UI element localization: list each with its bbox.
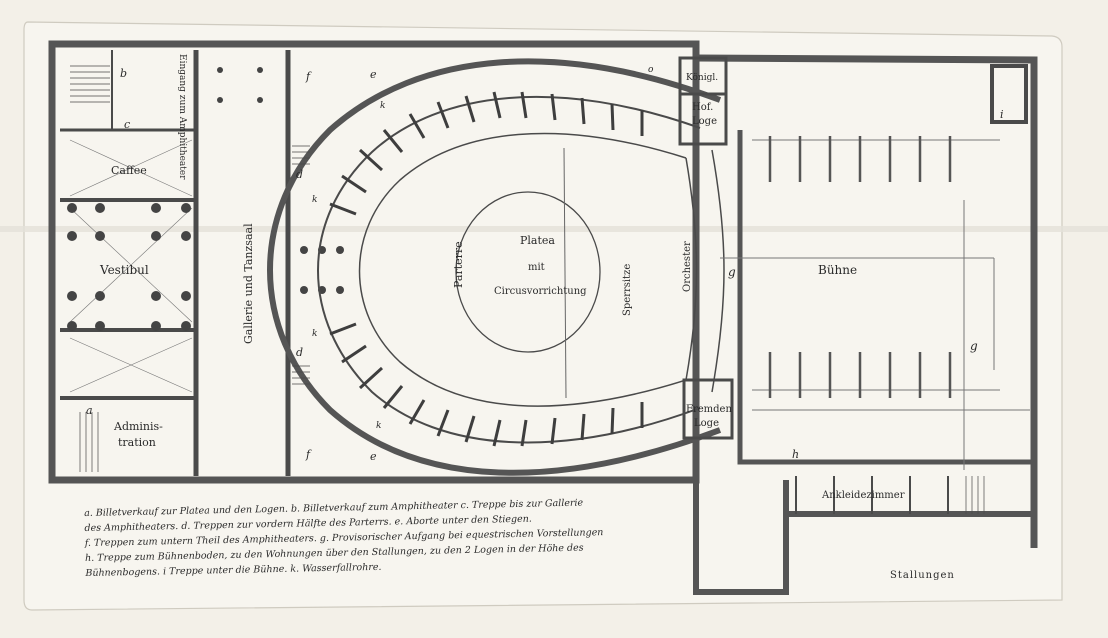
administration-label-1: Adminis- [113,420,163,433]
orchester-label: Orchester [682,241,693,292]
legend: a. Billetverkauf zur Platea und den Loge… [84,493,695,581]
room-f-bottom-label: f [305,448,312,461]
auditorium-outer-wall [267,58,722,476]
stage-wing-outline [695,54,1038,548]
stair-i-box [990,64,1028,124]
k-label-4: k [376,421,381,431]
fold-line [0,226,1108,232]
fremden-loge-label-1: Fremden [686,404,732,415]
fremden-loge-label-2: Loge [694,418,719,429]
buhne-label: Bühne [818,263,857,277]
ankleidezimmer-label: Ankleidezimmer [821,490,905,501]
stair-i-label: i [1000,108,1004,121]
hof-loge-label-2: Loge [692,116,717,127]
mit-label: mit [528,262,545,273]
circus-ring [455,191,601,353]
stallungen-label: Stallungen [890,570,955,581]
k-label-3: k [312,329,317,339]
circusvorrichtung-label: Circusvorrichtung [494,286,587,297]
hof-loge-label-1: Hof. [692,102,713,113]
room-e-bottom-label: e [370,450,377,463]
room-c-label: c [124,118,130,131]
room-f-top-label: f [305,70,312,83]
stage-inner-wall [737,130,1034,465]
parterre-label: Parterre [452,241,465,288]
room-e-top-label: e [370,68,377,81]
annex-outline [693,480,789,595]
vestibul-label: Vestibul [99,263,149,277]
sperrsitze-label: Sperrsitze [622,264,633,316]
room-b-label: b [120,67,127,80]
konigl-label: Königl. [686,73,718,83]
caffee-label: Caffee [111,164,147,177]
administration-label-2: tration [118,436,156,449]
k-label-2: k [312,195,317,205]
entrance-amphitheater-label: Eingang zum Amphitheater [177,54,187,180]
room-d-top-label: d [296,168,303,181]
gallerie-label: Gallerie und Tanzsaal [242,223,255,344]
room-h-label: h [792,448,799,461]
room-a-label: a [86,404,93,417]
platea-label: Platea [520,234,555,247]
g-label-1: g [728,265,736,279]
amphitheater-ring [317,95,701,444]
room-d-bottom-label: d [296,346,303,359]
g-label-2: g [970,339,978,353]
k-label-1: k [380,101,385,111]
parterre-edge [358,132,687,407]
o-label: o [648,65,654,75]
